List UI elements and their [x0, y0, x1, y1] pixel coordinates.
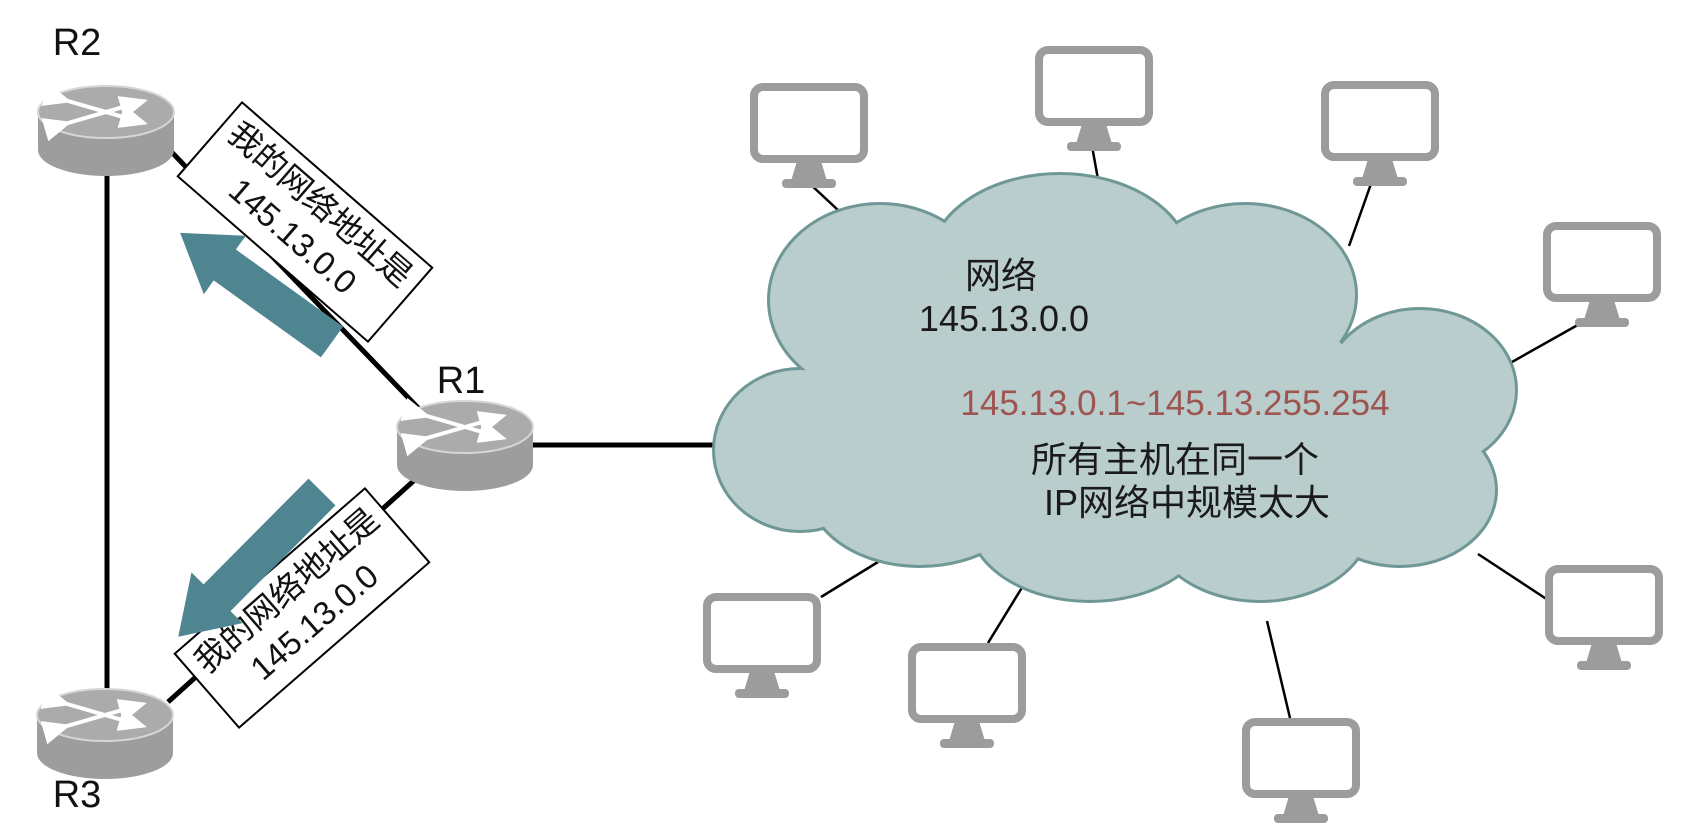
routers: R2 R1 R3 [37, 22, 533, 816]
cloud-name: 网络 [965, 255, 1037, 296]
host-link-3 [1347, 180, 1374, 247]
host-link-8 [820, 560, 879, 599]
monitor-icon [754, 87, 864, 188]
router-r3-label: R3 [53, 774, 102, 816]
monitor-icon [1246, 722, 1356, 823]
monitor-icon [1039, 50, 1149, 151]
host-link-7 [986, 580, 1028, 644]
advert-arrow-down-icon [178, 478, 336, 637]
router-r2-label: R2 [53, 22, 102, 64]
monitor-icon [1325, 85, 1435, 186]
cloud-note-line2: IP网络中规模太大 [1044, 482, 1330, 523]
cloud-address: 145.13.0.0 [919, 298, 1089, 339]
router-r1-label: R1 [437, 360, 486, 402]
network-cloud: 网络 145.13.0.0 145.13.0.1~145.13.255.254 … [712, 172, 1518, 603]
cloud-note-line1: 所有主机在同一个 [1031, 439, 1319, 480]
advert-arrow-up-icon [180, 232, 344, 358]
host-link-5 [1477, 552, 1549, 602]
monitor-icon [912, 647, 1022, 748]
router-r1-icon [397, 401, 533, 491]
monitor-icon [1549, 569, 1659, 670]
advert-arrows [178, 232, 344, 637]
router-r3-icon [37, 689, 173, 779]
host-link-6 [1265, 620, 1292, 719]
monitor-icon [707, 597, 817, 698]
cloud-host-range: 145.13.0.1~145.13.255.254 [960, 384, 1389, 423]
router-r2-icon [38, 86, 174, 176]
monitor-icon [1547, 226, 1657, 327]
